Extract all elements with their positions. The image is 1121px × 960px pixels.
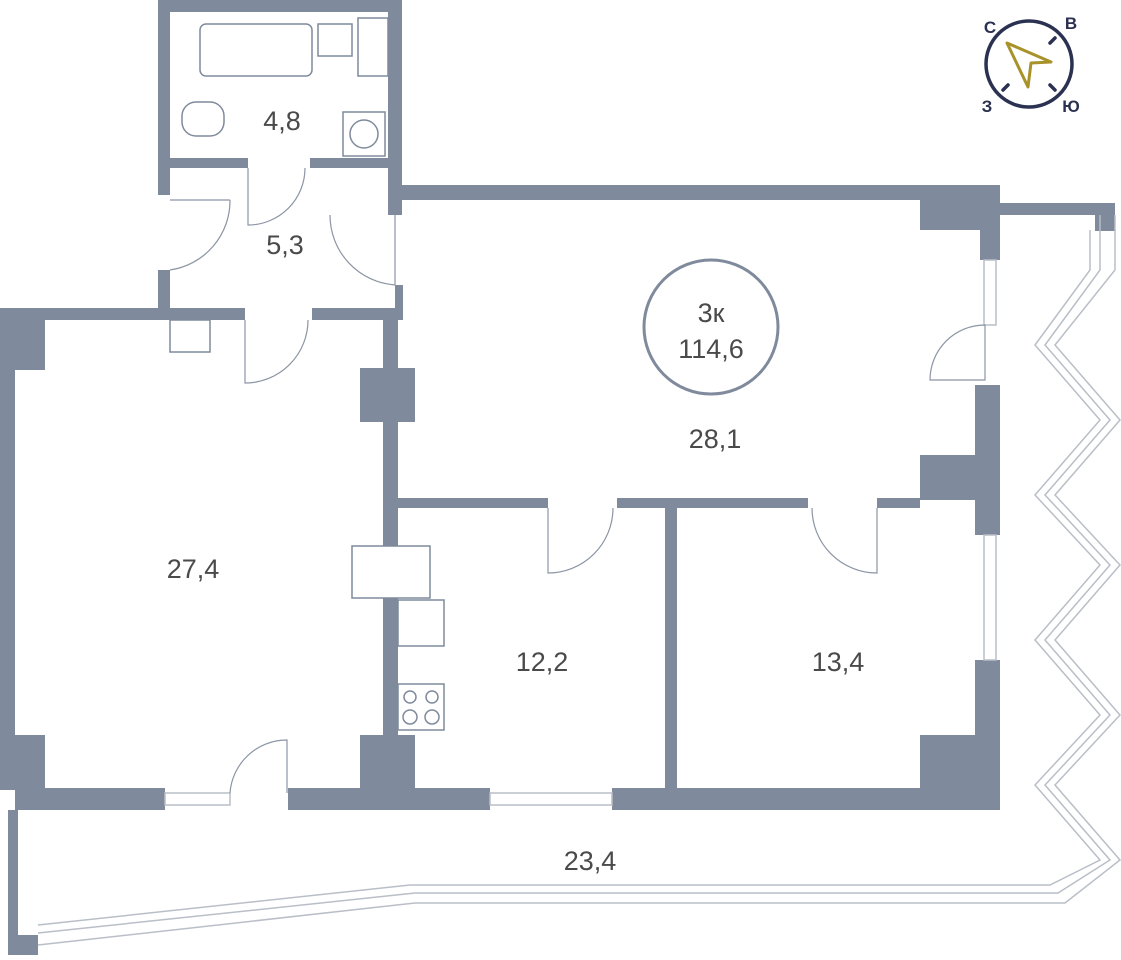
- room-area-hall: 5,3: [266, 230, 304, 260]
- total-area-badge: 3к 114,6: [642, 258, 780, 396]
- compass-west: З: [982, 97, 993, 116]
- shelf: [357, 17, 389, 77]
- balcony-railing: [37, 215, 1121, 946]
- apartment-type: 3к: [698, 298, 725, 328]
- compass-arrow-icon: [1005, 41, 1053, 89]
- room-area-kitchen-living: 27,4: [167, 554, 220, 584]
- compass: С В З Ю: [982, 14, 1080, 116]
- stove: [397, 683, 445, 731]
- room-area-living: 28,1: [689, 424, 742, 454]
- doors: [169, 167, 986, 794]
- room-area-balcony: 23,4: [564, 846, 617, 876]
- fixtures: [169, 17, 445, 731]
- toilet: [181, 101, 225, 137]
- compass-north: С: [984, 18, 996, 37]
- bathtub: [199, 23, 313, 77]
- compass-south: Ю: [1062, 97, 1080, 116]
- total-area: 114,6: [678, 334, 744, 364]
- fridge: [351, 545, 431, 599]
- room-area-bathroom: 4,8: [263, 106, 301, 136]
- room-area-bedroom-1: 12,2: [516, 647, 569, 677]
- sink: [397, 599, 445, 647]
- vent: [169, 319, 211, 353]
- washbasin: [317, 23, 353, 57]
- room-area-bedroom-2: 13,4: [812, 647, 865, 677]
- compass-east: В: [1065, 14, 1077, 33]
- windows: [164, 259, 997, 806]
